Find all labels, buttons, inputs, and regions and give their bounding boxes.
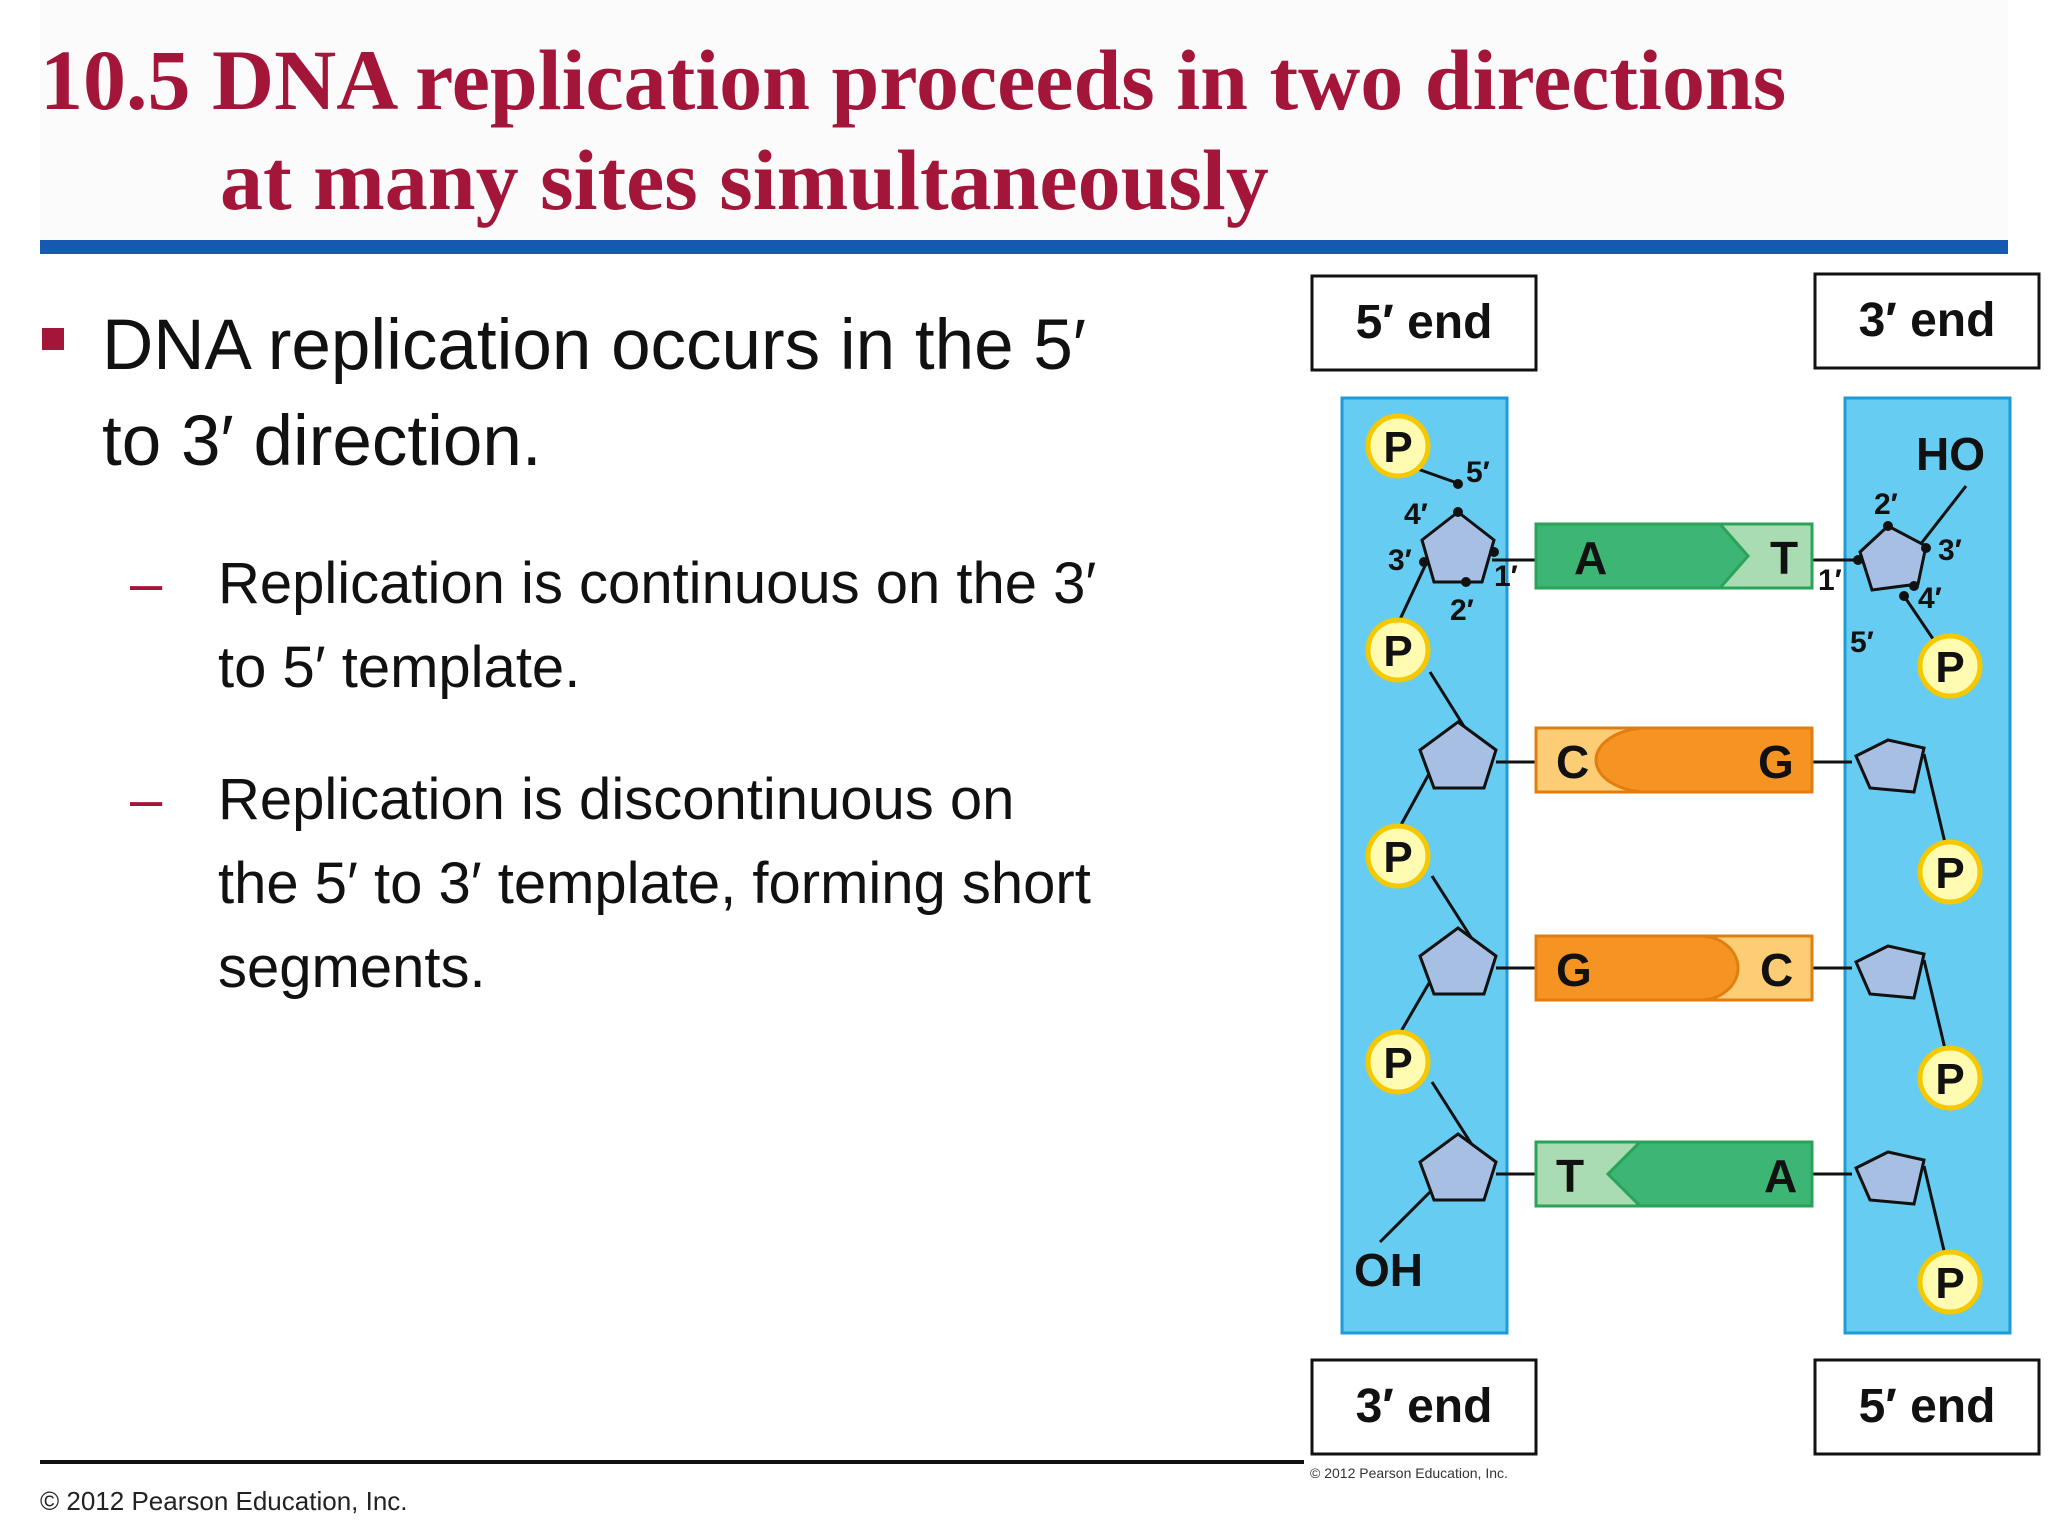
phosphate-icon: P: [1917, 633, 1983, 699]
svg-text:P: P: [1935, 849, 1964, 898]
phosphate-icon: P: [1365, 413, 1431, 479]
phosphate-icon: P: [1365, 1029, 1431, 1095]
phosphate-groups: P P P P P P P P: [1365, 413, 1983, 1315]
svg-text:5′: 5′: [1850, 626, 1874, 659]
sugar-icon: [1420, 510, 1496, 584]
footer-divider: [40, 1460, 1304, 1464]
end-label-bottom-right: 5′ end: [1813, 1358, 2041, 1456]
main-bullet: DNA replication occurs in the 5′ to 3′ d…: [102, 298, 1262, 490]
base-right: A: [1764, 1150, 1797, 1202]
phosphate-icon: P: [1917, 1249, 1983, 1315]
end-label-text: 5′ end: [1859, 1380, 1996, 1433]
sugar-icon: [1418, 720, 1498, 790]
sub-bullet-line: segments.: [218, 935, 486, 1000]
end-label-top-left: 5′ end: [1310, 274, 1538, 372]
base-left: T: [1556, 1150, 1584, 1202]
sub-bullet-discontinuous: Replication is discontinuous on the 5′ t…: [218, 758, 1278, 1010]
dash-bullet-icon: –: [130, 767, 163, 832]
end-label-bottom-left: 3′ end: [1310, 1358, 1538, 1456]
svg-text:P: P: [1935, 1055, 1964, 1104]
base-left: C: [1556, 736, 1589, 788]
svg-text:3′: 3′: [1388, 544, 1412, 577]
sub-bullet-line: Replication is continuous on the 3′: [218, 551, 1097, 616]
sub-bullet-line: Replication is discontinuous on: [218, 767, 1015, 832]
svg-text:4′: 4′: [1404, 498, 1428, 531]
base-right: C: [1760, 944, 1793, 996]
phosphate-icon: P: [1365, 617, 1431, 683]
sub-bullet-line: the 5′ to 3′ template, forming short: [218, 851, 1091, 916]
sub-bullet-line: to 5′ template.: [218, 635, 581, 700]
right-sugars: [1854, 524, 1928, 1206]
title-line-2: at many sites simultaneously: [220, 132, 1269, 228]
sugar-icon: [1854, 738, 1926, 794]
svg-text:P: P: [1935, 643, 1964, 692]
dna-strand-diagram: 5′ end 3′ end 3′ end 5′ end: [1300, 262, 2048, 1490]
end-label-text: 5′ end: [1356, 296, 1493, 349]
svg-text:P: P: [1383, 833, 1412, 882]
main-bullet-line-1: DNA replication occurs in the 5′: [102, 306, 1087, 385]
phosphate-icon: P: [1365, 823, 1431, 889]
base-right: G: [1758, 736, 1794, 788]
svg-text:2′: 2′: [1874, 488, 1898, 521]
svg-text:5′: 5′: [1466, 456, 1490, 489]
sugar-icon: [1854, 1150, 1926, 1206]
svg-text:1′: 1′: [1818, 564, 1842, 597]
slide-title: 10.5 DNA replication proceeds in two dir…: [40, 30, 2000, 230]
footer-copyright: © 2012 Pearson Education, Inc.: [40, 1486, 408, 1516]
end-label-top-right: 3′ end: [1813, 272, 2041, 370]
left-sugars: [1418, 510, 1498, 1202]
carbon-dots: [1419, 479, 1931, 601]
end-label-text: 3′ end: [1859, 294, 1996, 347]
base-left: G: [1556, 944, 1592, 996]
base-pair-g-c: G C: [1534, 934, 1814, 1002]
base-pair-c-g: C G: [1534, 726, 1814, 794]
title-divider: [40, 240, 2008, 254]
end-label-text: 3′ end: [1356, 1380, 1493, 1433]
figure-copyright: © 2012 Pearson Education, Inc.: [1310, 1465, 1508, 1481]
base-right: T: [1770, 532, 1798, 584]
sugar-icon: [1418, 926, 1498, 996]
hydroxyl-group-label: OH: [1354, 1244, 1423, 1296]
dash-bullet-icon: –: [130, 551, 163, 616]
svg-text:P: P: [1383, 1039, 1412, 1088]
square-bullet-icon: [42, 328, 64, 350]
sugar-icon: [1418, 1132, 1498, 1202]
svg-text:P: P: [1935, 1259, 1964, 1308]
svg-text:2′: 2′: [1450, 594, 1474, 627]
sugar-icon: [1854, 944, 1926, 1000]
svg-text:P: P: [1383, 627, 1412, 676]
title-line-1: 10.5 DNA replication proceeds in two dir…: [40, 32, 1787, 128]
svg-text:4′: 4′: [1918, 582, 1942, 615]
hydroxyl-group-label: HO: [1916, 428, 1985, 480]
svg-text:3′: 3′: [1938, 534, 1962, 567]
base-left: A: [1574, 532, 1607, 584]
svg-text:P: P: [1383, 423, 1412, 472]
base-pair-t-a: T A: [1534, 1140, 1814, 1208]
sugar-icon: [1858, 524, 1928, 592]
base-pair-a-t: A T: [1534, 522, 1814, 590]
carbon-labels: 5′ 4′ 3′ 2′ 1′ 2′ 3′ 4′ 5′ 1′: [1388, 456, 1962, 659]
title-background: [40, 0, 2008, 245]
phosphate-icon: P: [1917, 839, 1983, 905]
svg-text:1′: 1′: [1494, 560, 1518, 593]
main-bullet-line-2: to 3′ direction.: [102, 402, 542, 481]
phosphate-icon: P: [1917, 1045, 1983, 1111]
sub-bullet-continuous: Replication is continuous on the 3′ to 5…: [218, 542, 1278, 710]
